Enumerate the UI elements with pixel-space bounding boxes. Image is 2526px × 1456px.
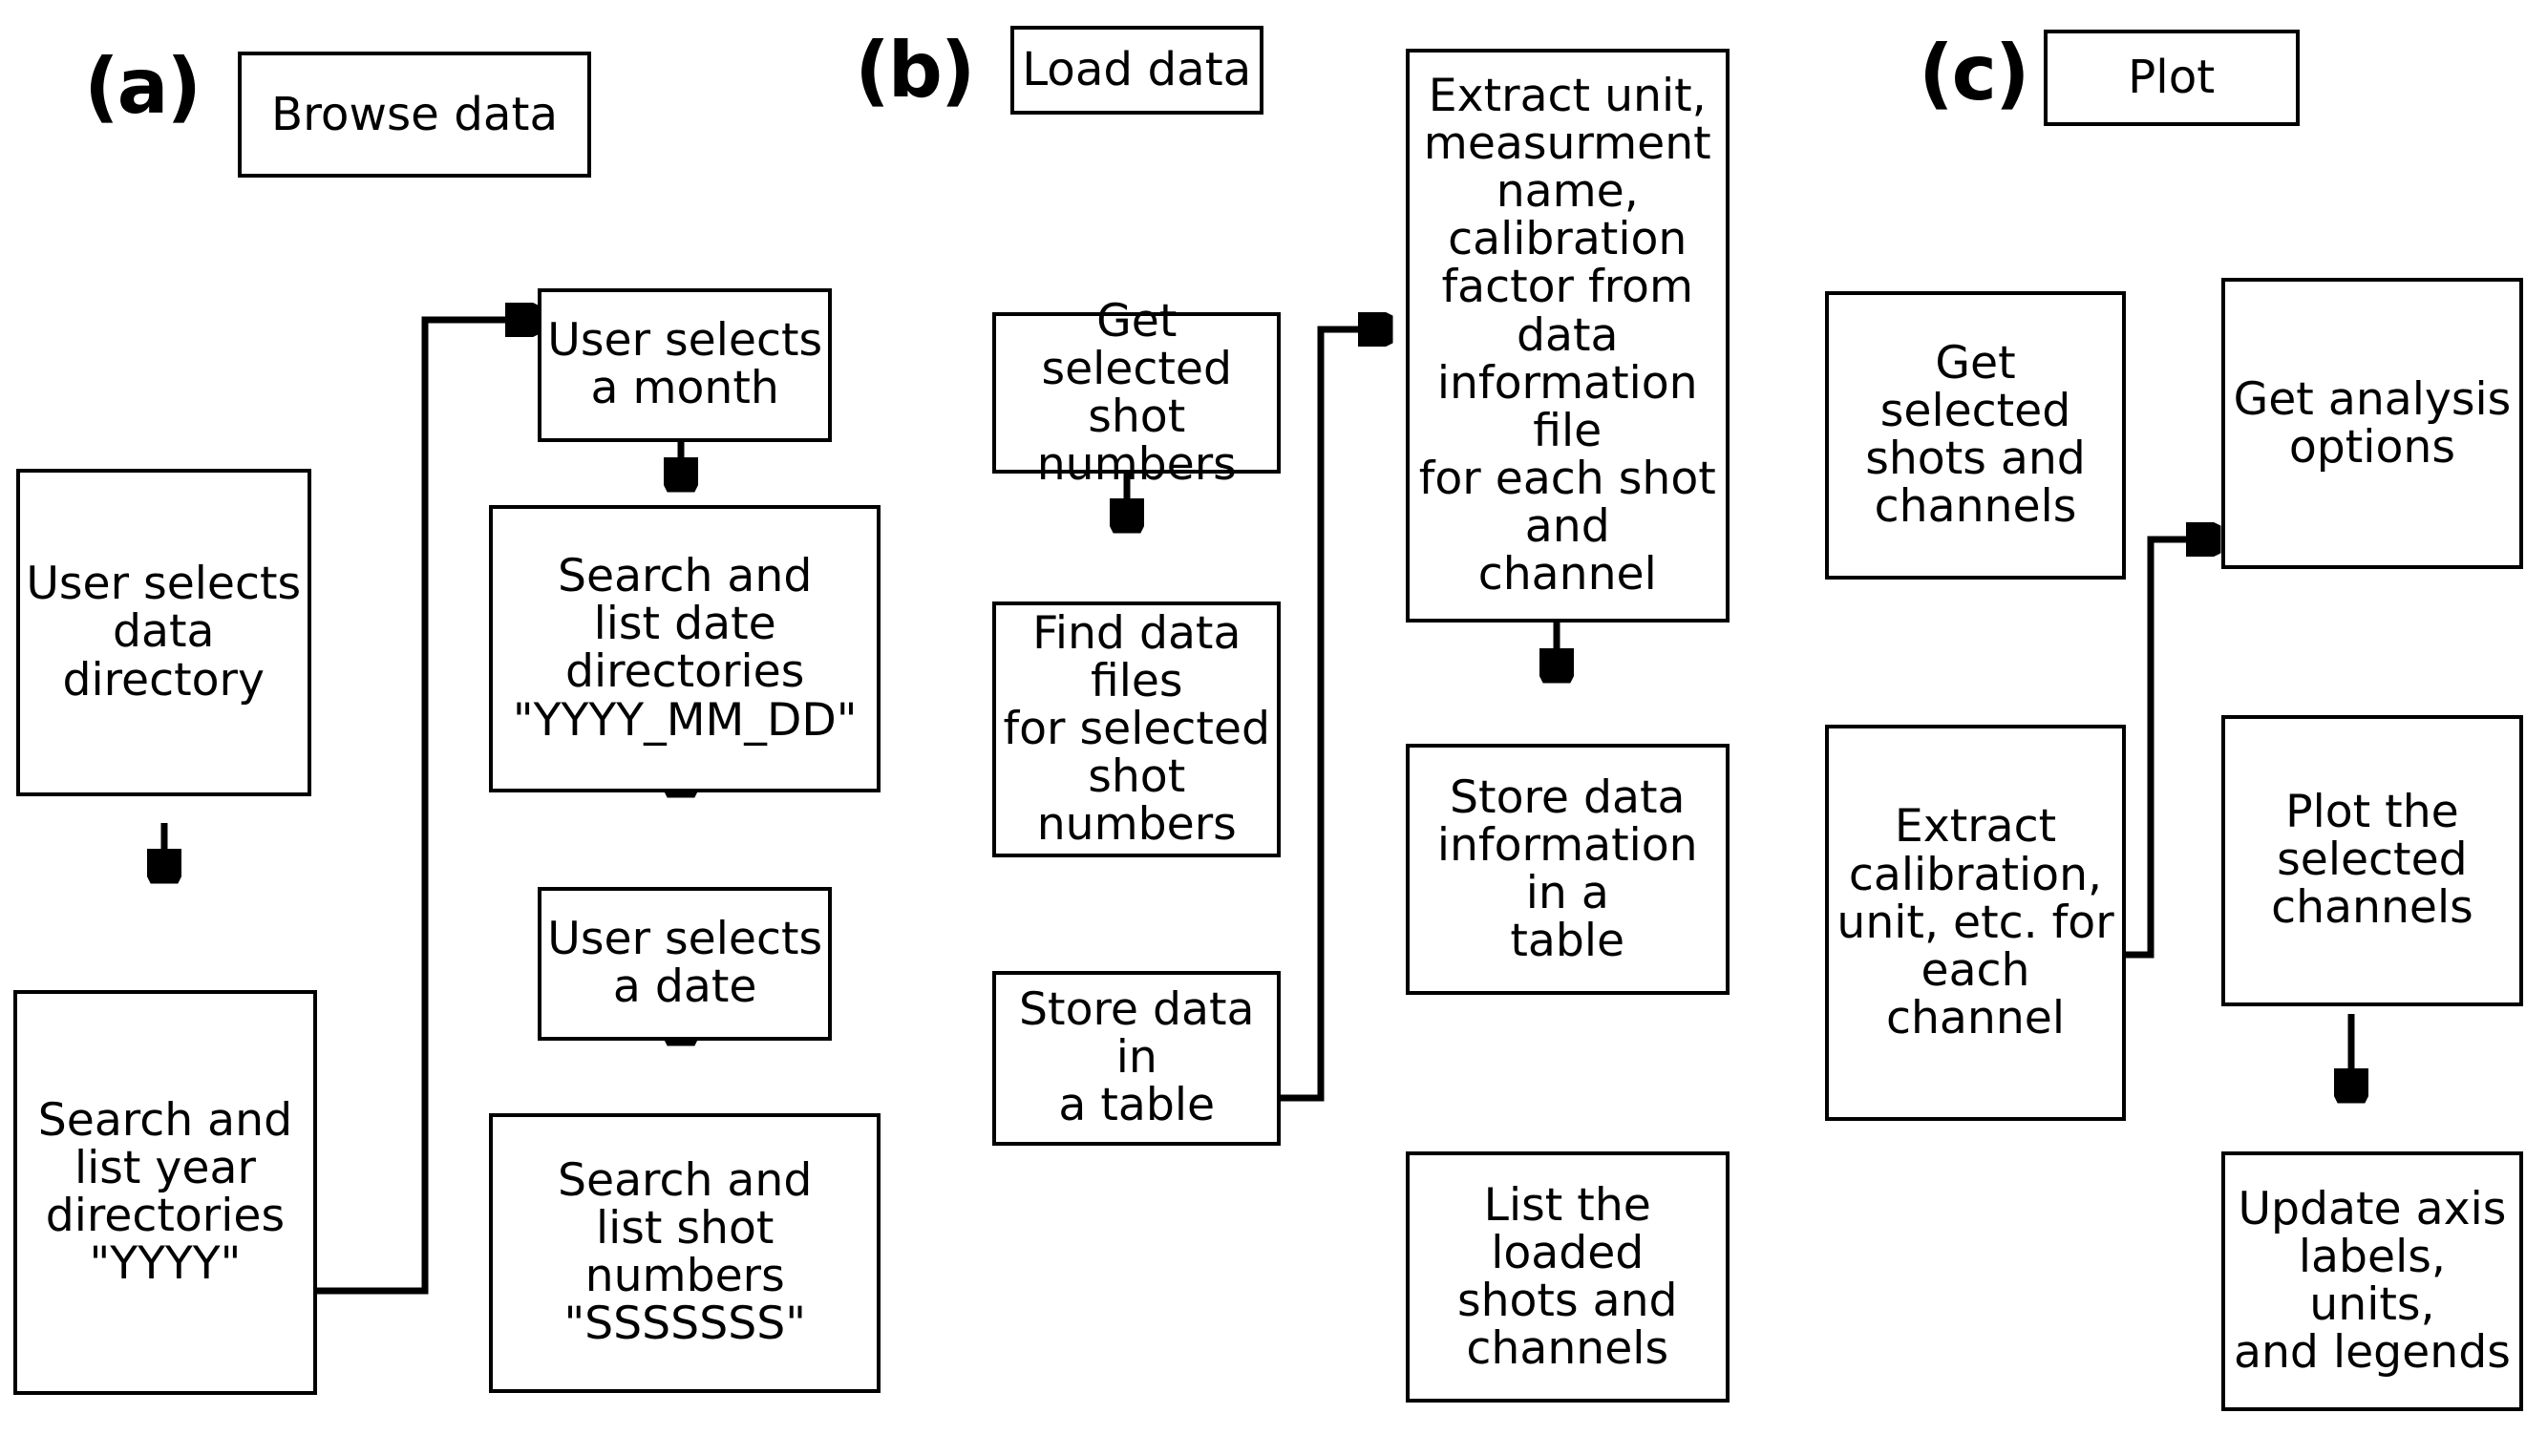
node-c1-get-selected-shots-and-channels: Get selected shots and channels [1824,291,2127,580]
panel-header-load-data: Load data [1010,26,1263,116]
node-c2-extract-calibration-unit: Extract calibration, unit, etc. for each… [1824,725,2127,1122]
panel-header-browse-data: Browse data [238,52,591,179]
panel-letter-c: (c) [1919,29,2029,118]
node-a5-user-selects-month: User selects a month [537,287,833,442]
node-a8-search-list-shot-numbers: Search and list shot numbers "SSSSSSS" [489,1112,881,1393]
node-b6-list-loaded-shots-and-channels: List the loaded shots and channels [1405,1151,1730,1403]
node-c5-update-axis-labels-units-legends: Update axis labels, units, and legends [2221,1151,2523,1411]
node-a6-search-list-date-directories: Search and list date directories "YYYY_M… [489,504,881,793]
node-a1-user-selects-data-directory: User selects data directory [15,469,311,796]
node-a2-search-list-year-directories: Search and list year directories "YYYY" [12,990,318,1395]
panel-letter-b: (b) [855,25,975,115]
node-a7-user-selects-date: User selects a date [537,886,833,1041]
node-b4-extract-unit-measurment-name-calibration-factor: Extract unit, measurment name, calibrati… [1405,48,1730,623]
node-b1-get-selected-shot-numbers: Get selected shot numbers [992,297,1282,488]
node-c4-plot-the-selected-channels: Plot the selected channels [2221,714,2523,1006]
node-b2-find-data-files: Find data files for selected shot number… [992,601,1282,858]
panel-letter-a: (a) [84,41,202,131]
node-b5-store-data-information-in-table: Store data information in a table [1405,744,1730,996]
node-c3-get-analysis-options: Get analysis options [2221,278,2523,570]
panel-header-plot: Plot [2043,29,2300,127]
node-b3-store-data-in-table: Store data in a table [992,970,1282,1146]
